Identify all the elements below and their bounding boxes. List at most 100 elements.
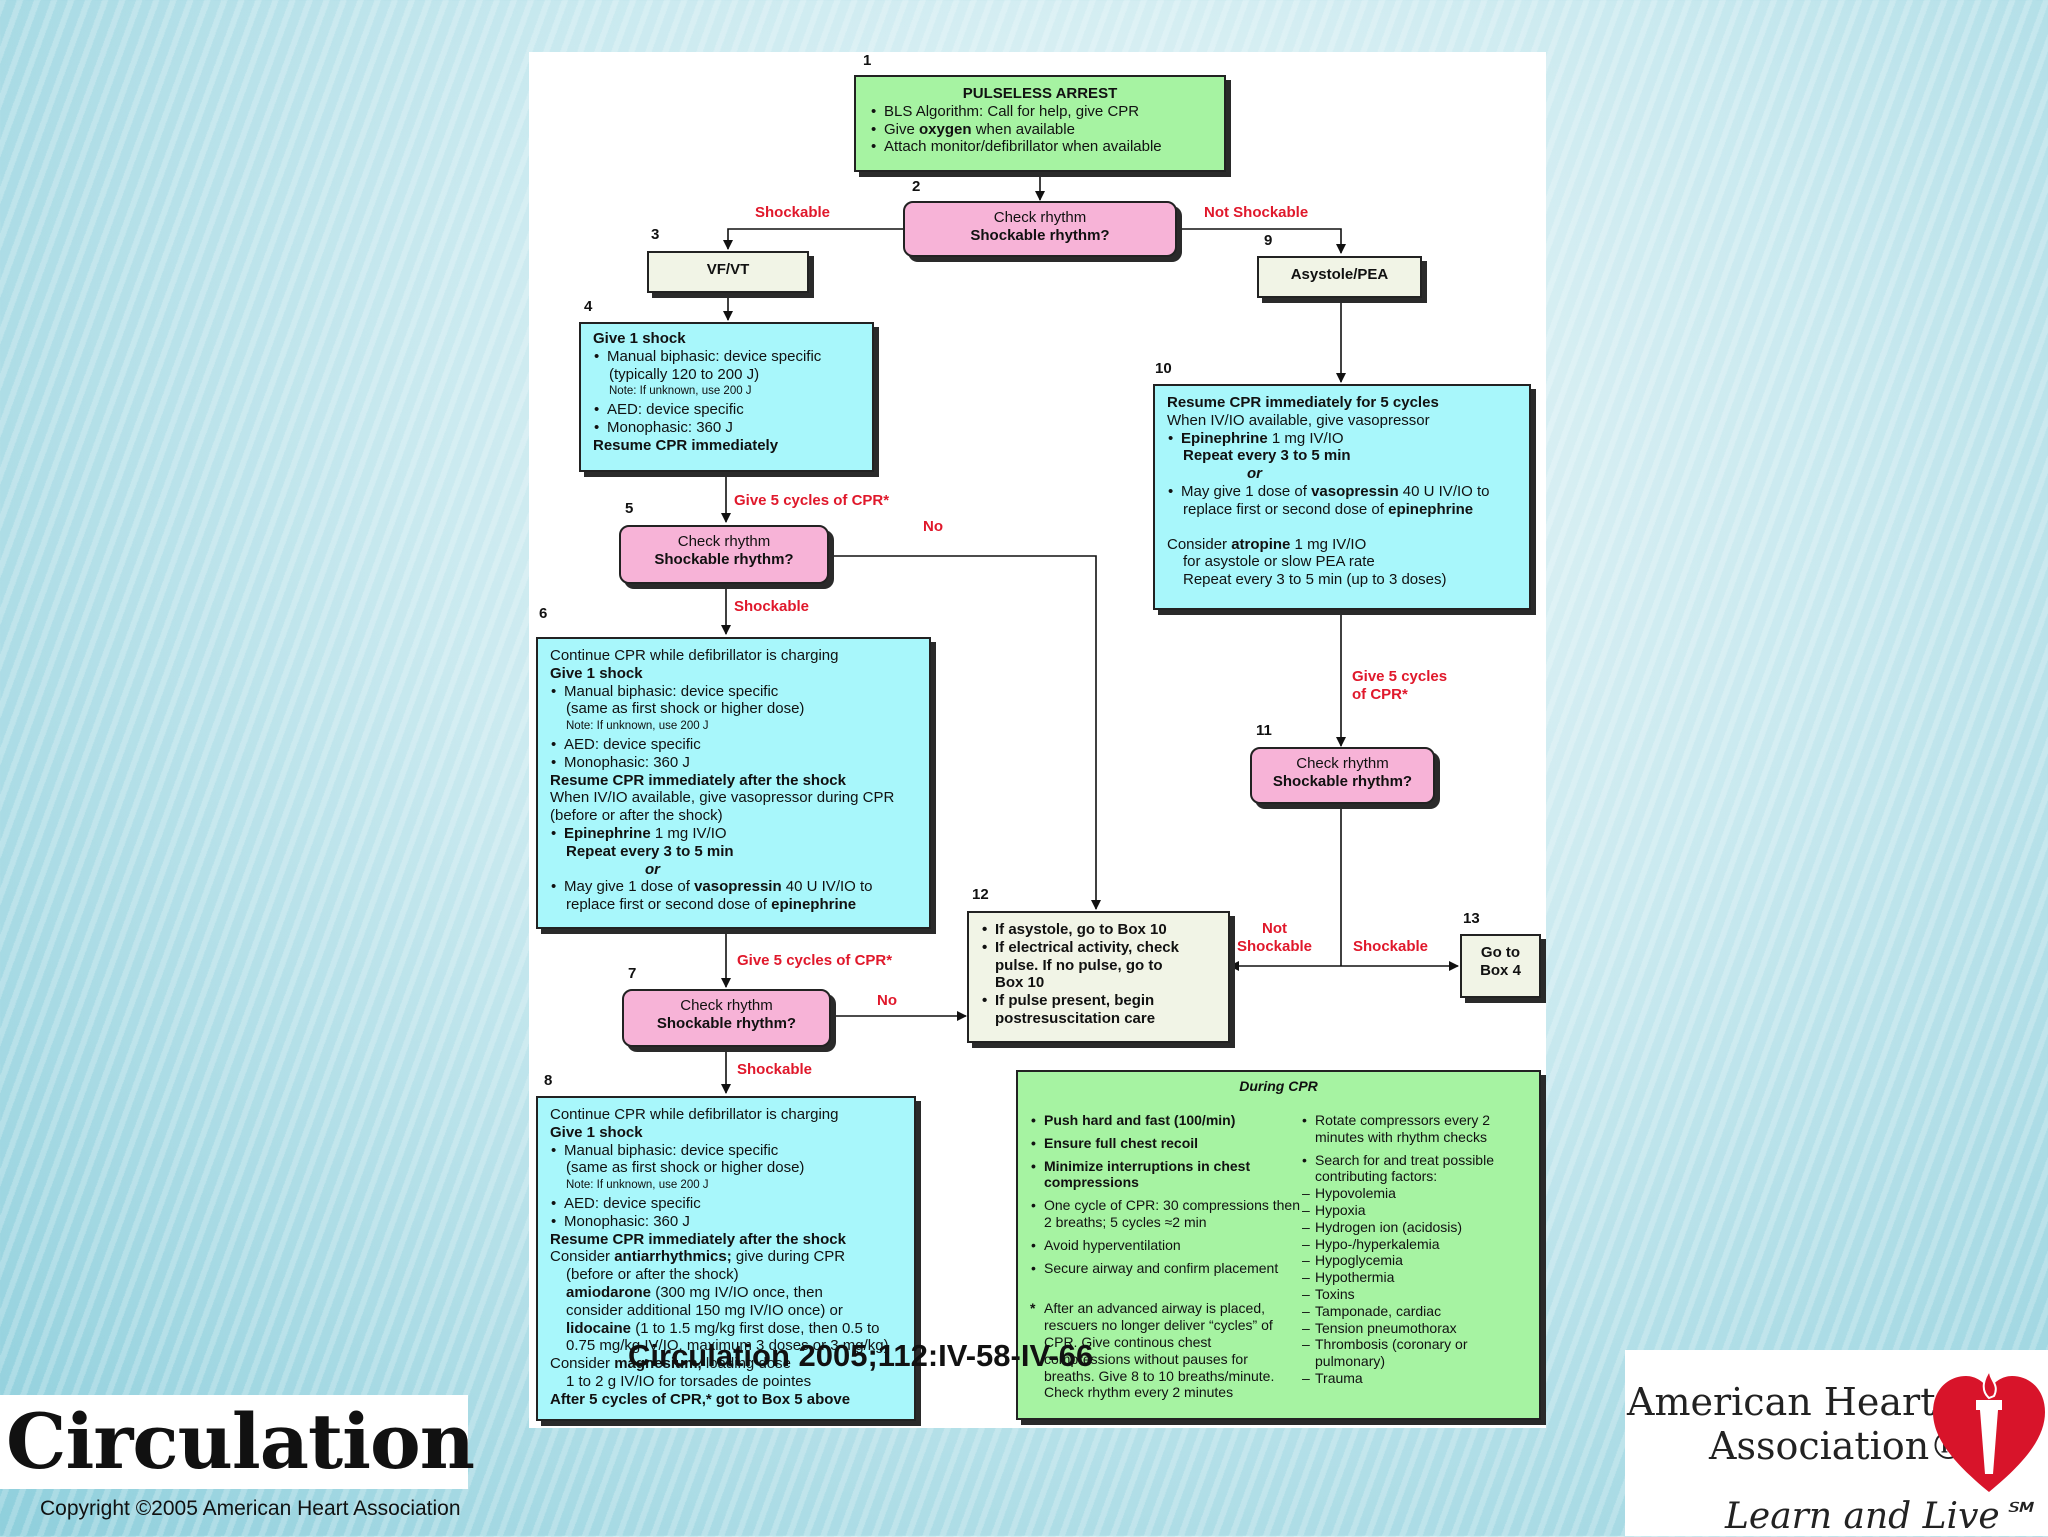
box-6-line: AED: device specific [551,736,917,754]
box-during-cpr: During CPR Push hard and fast (100/min) … [1016,1070,1541,1420]
box-4-line: Resume CPR immediately [593,436,779,454]
box-13-line2: Box 4 [1480,961,1521,979]
box-4-title: Give 1 shock [593,330,686,347]
box-10-number: 10 [1155,360,1172,377]
box-8-line: amiodarone (300 mg IV/IO once, then [566,1283,823,1301]
box-6-line: (same as first shock or higher dose) [566,700,805,718]
factor-item: Hydrogen ion (acidosis) [1302,1219,1531,1236]
factor-item: Hypo-/hyperkalemia [1302,1236,1531,1253]
box-go-to-box-4: Go to Box 4 [1460,934,1541,998]
circulation-journal-name: Circulation [6,1397,475,1486]
box-give-1-shock: Give 1 shock Manual biphasic: device spe… [579,322,874,472]
factor-item: Tamponade, cardiac [1302,1303,1531,1320]
box-4-number: 4 [584,298,593,315]
box-4-note: Note: If unknown, use 200 J [609,385,752,398]
box-asystole-pea: Asystole/PEA [1257,256,1422,298]
box-resume-cpr-10: Resume CPR immediately for 5 cycles When… [1153,384,1531,610]
box-9-text: Asystole/PEA [1290,266,1389,283]
box-12-line: If pulse present, beginpostresuscitation… [982,992,1216,1028]
box-2-line1: Check rhythm [993,209,1087,226]
during-cpr-right-column: Rotate compressors every 2 minutes with … [1301,1112,1531,1387]
during-cpr-item: Push hard and fast (100/min) [1031,1112,1300,1129]
box-check-rhythm-5: Check rhythm Shockable rhythm? [619,525,829,584]
box-12-asystole-electrical: If asystole, go to Box 10 If electrical … [967,911,1230,1043]
box-8-line: (before or after the shock) [566,1266,739,1284]
box-6-line: Manual biphasic: device specific [551,683,917,701]
box-12-number: 12 [972,886,989,903]
box-7-number: 7 [628,965,637,982]
box-2-line2: Shockable rhythm? [970,226,1110,244]
label-no-7: No [877,992,897,1009]
box-11-number: 11 [1256,722,1272,739]
circulation-journal-logo: Circulation [0,1395,475,1489]
box-6-line: Resume CPR immediately after the shock [550,771,846,789]
box-vf-vt: VF/VT [647,251,809,293]
box-8-number: 8 [544,1072,553,1089]
box-8-line: AED: device specific [551,1195,902,1213]
box-8-line: 0.75 mg/kg IV/IO, maximum 3 doses or 3 m… [566,1337,889,1355]
box-8-line: (same as first shock or higher dose) [566,1159,805,1177]
box-2-number: 2 [912,178,921,195]
box-3-text: VF/VT [706,261,750,278]
box-continue-cpr-6: Continue CPR while defibrillator is char… [536,637,931,929]
label-shockable-7-8: Shockable [737,1061,813,1078]
box-11-line2: Shockable rhythm? [1272,772,1413,790]
factor-item: Trauma [1302,1370,1531,1387]
arrow-2-3 [723,228,904,250]
during-cpr-item: Rotate compressors every 2 minutes with … [1302,1112,1531,1146]
box-10-line: replace first or second dose of epinephr… [1183,500,1474,518]
acls-pulseless-arrest-algorithm: 1 2 3 4 5 6 7 8 9 10 11 12 13 PULSELESS … [529,52,1546,1428]
box-6-line: replace first or second dose of epinephr… [566,896,857,914]
arrow-2-9 [1177,228,1346,254]
box-1-line: Give oxygen when available [871,121,1210,139]
box-1-line: Attach monitor/defibrillator when availa… [871,138,1210,156]
box-6-title: Give 1 shock [550,664,643,682]
box-1-number: 1 [863,52,872,69]
during-cpr-item: Avoid hyperventilation [1031,1237,1300,1254]
contributing-factors-list: Hypovolemia Hypoxia Hydrogen ion (acidos… [1301,1185,1531,1387]
box-8-title: Give 1 shock [550,1123,643,1141]
box-check-rhythm-2: Check rhythm Shockable rhythm? [903,201,1177,257]
box-13-number: 13 [1463,910,1480,927]
box-10-title: Resume CPR immediately for 5 cycles [1167,394,1439,411]
label-give-5-cycles-6-7: Give 5 cycles of CPR* [737,952,893,969]
box-8-line: Monophasic: 360 J [551,1213,902,1231]
box-10-line: for asystole or slow PEA rate [1183,553,1375,571]
aha-logo: American Heart Association® Learn and Li… [1625,1350,2048,1537]
during-cpr-title: During CPR [1239,1078,1318,1094]
box-6-line: Epinephrine 1 mg IV/IO [551,825,917,843]
during-cpr-footnote: * After an advanced airway is placed, re… [1030,1300,1275,1401]
factor-item: Hypoglycemia [1302,1252,1531,1269]
during-cpr-item: Ensure full chest recoil [1031,1135,1300,1152]
factor-item: Hypoxia [1302,1202,1531,1219]
box-8-line: consider additional 150 mg IV/IO once) o… [566,1301,843,1319]
box-8-line: Manual biphasic: device specific [551,1142,902,1160]
box-8-line: After 5 cycles of CPR,* got to Box 5 abo… [550,1390,851,1408]
box-4-line: (typically 120 to 200 J) [609,365,760,383]
box-check-rhythm-7: Check rhythm Shockable rhythm? [622,989,831,1047]
during-cpr-item: One cycle of CPR: 30 compressions then 2… [1031,1197,1300,1231]
box-7-line1: Check rhythm [680,997,773,1014]
label-shockable-5-6: Shockable [734,598,810,615]
box-8-line: Consider magnesium, loading dose [550,1355,791,1373]
box-4-line: Monophasic: 360 J [594,419,860,437]
box-12-line: If asystole, go to Box 10 [982,921,1216,939]
box-6-line: May give 1 dose of vasopressin 40 U IV/I… [551,878,917,896]
factor-item: Hypovolemia [1302,1185,1531,1202]
label-give-5-cycles-4-5: Give 5 cycles of CPR* [734,492,890,509]
box-pulseless-arrest: PULSELESS ARREST BLS Algorithm: Call for… [854,75,1226,172]
box-10-line: May give 1 dose of vasopressin 40 U IV/I… [1168,483,1517,501]
box-check-rhythm-11: Check rhythm Shockable rhythm? [1250,747,1435,804]
box-8-line: Resume CPR immediately after the shock [550,1230,846,1248]
box-8-line: Consider antiarrhythmics; give during CP… [550,1248,846,1266]
box-continue-cpr-8: Continue CPR while defibrillator is char… [536,1096,916,1421]
box-5-line1: Check rhythm [677,533,771,550]
box-6-number: 6 [539,605,548,622]
box-5-line2: Shockable rhythm? [654,550,794,568]
box-3-number: 3 [651,226,660,243]
box-5-number: 5 [625,500,634,517]
during-cpr-item: Minimize interruptions in chest compress… [1031,1158,1300,1192]
during-cpr-item: Search for and treat possible contributi… [1302,1152,1531,1186]
label-shockable-2-3: Shockable [755,204,831,221]
